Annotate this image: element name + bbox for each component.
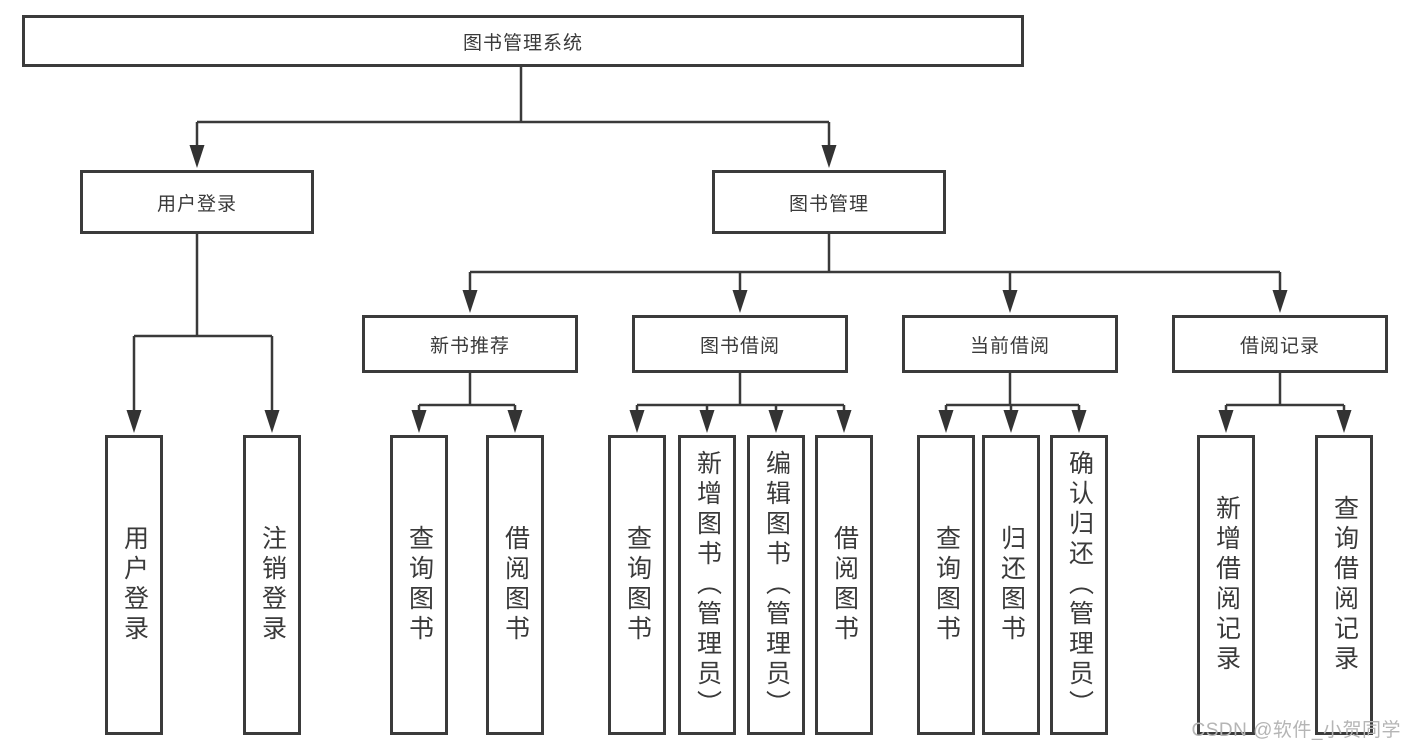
leaf-borrow-books-1-label: 借阅图书	[501, 525, 530, 645]
node-new-book-recommend: 新书推荐	[362, 315, 578, 373]
leaf-borrow-books-1: 借阅图书	[486, 435, 544, 735]
node-library-system: 图书管理系统	[22, 15, 1024, 67]
node-current-borrowing-label: 当前借阅	[969, 335, 1050, 357]
leaf-query-borrow-record-label: 查询借阅记录	[1330, 495, 1359, 675]
node-current-borrowing: 当前借阅	[902, 315, 1118, 373]
node-book-borrowing: 图书借阅	[632, 315, 848, 373]
leaf-add-borrow-record-label: 新增借阅记录	[1212, 495, 1241, 675]
node-book-borrowing-label: 图书借阅	[699, 335, 780, 357]
node-user-login: 用户登录	[80, 170, 314, 234]
leaf-borrow-books-2: 借阅图书	[815, 435, 873, 735]
leaf-logout: 注销登录	[243, 435, 301, 735]
leaf-user-login-label: 用户登录	[120, 525, 149, 645]
node-new-book-recommend-label: 新书推荐	[429, 335, 510, 357]
leaf-add-books-admin-label: 新增图书（管理员）	[693, 450, 722, 720]
leaf-query-books-1-label: 查询图书	[405, 525, 434, 645]
leaf-edit-books-admin-label: 编辑图书（管理员）	[762, 450, 791, 720]
node-book-management: 图书管理	[712, 170, 946, 234]
leaf-return-books-label: 归还图书	[997, 525, 1026, 645]
leaf-query-books-2: 查询图书	[608, 435, 666, 735]
csdn-watermark: CSDN @软件_小贺同学	[1191, 720, 1401, 741]
leaf-confirm-return-admin: 确认归还（管理员）	[1050, 435, 1108, 735]
leaf-query-books-3-label: 查询图书	[932, 525, 961, 645]
leaf-query-books-3: 查询图书	[917, 435, 975, 735]
leaf-add-borrow-record: 新增借阅记录	[1197, 435, 1255, 735]
leaf-user-login: 用户登录	[105, 435, 163, 735]
leaf-query-borrow-record: 查询借阅记录	[1315, 435, 1373, 735]
leaf-return-books: 归还图书	[982, 435, 1040, 735]
leaf-query-books-1: 查询图书	[390, 435, 448, 735]
leaf-query-books-2-label: 查询图书	[623, 525, 652, 645]
leaf-edit-books-admin: 编辑图书（管理员）	[747, 435, 805, 735]
leaf-confirm-return-admin-label: 确认归还（管理员）	[1065, 450, 1094, 720]
leaf-logout-label: 注销登录	[258, 525, 287, 645]
leaf-add-books-admin: 新增图书（管理员）	[678, 435, 736, 735]
node-library-system-label: 图书管理系统	[462, 32, 583, 54]
node-borrowing-records-label: 借阅记录	[1239, 335, 1320, 357]
node-user-login-label: 用户登录	[156, 193, 237, 215]
leaf-borrow-books-2-label: 借阅图书	[830, 525, 859, 645]
node-book-management-label: 图书管理	[788, 193, 869, 215]
node-borrowing-records: 借阅记录	[1172, 315, 1388, 373]
